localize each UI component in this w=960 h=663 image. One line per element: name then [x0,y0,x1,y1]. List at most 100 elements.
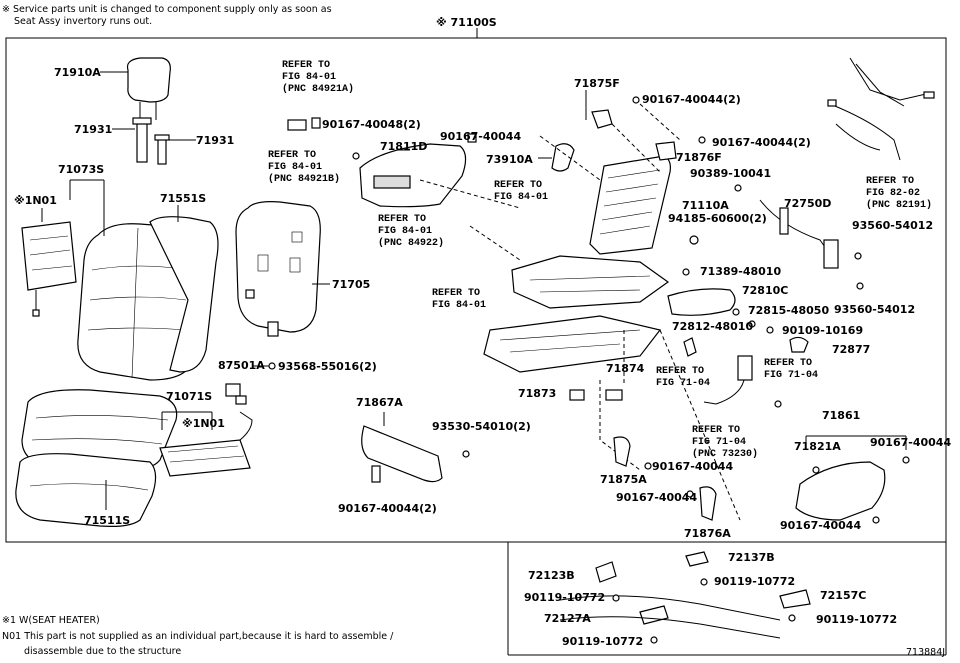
part-label-71931[interactable]: 71931 [196,134,235,147]
part-label-90167-40044-2[interactable]: 90167-40044(2) [712,136,811,149]
refer-to-fig-82-02[interactable]: REFER TO FIG 82-02 (PNC 82191) [866,176,933,211]
note-top-line2: Seat Assy invertory runs out. [14,16,153,27]
bracket-71875A [613,436,631,467]
seat-cushion-heater [159,411,253,477]
refer-to-fig-71-04[interactable]: REFER TO FIG 71-04 [656,366,711,389]
part-label-90167-40044-2[interactable]: 90167-40044(2) [338,502,437,515]
assembly-frame [5,37,947,543]
part-label-71389[interactable]: 71389-48010 [700,265,782,278]
part-label-72157C[interactable]: 72157C [820,589,867,602]
wire-harness [827,57,935,161]
part-label-90119-10772[interactable]: 90119-10772 [524,591,606,604]
part-label-1N01[interactable]: ※1N01 [14,194,57,207]
part-label-71511S[interactable]: 71511S [84,514,131,527]
part-label-93560[interactable]: 93560-54012 [834,303,916,316]
part-label-90109[interactable]: 90109-10169 [782,324,864,337]
bracket-72137B [685,551,709,567]
part-label-71874[interactable]: 71874 [606,362,645,375]
cover-71874 [605,389,623,401]
part-label-73910A[interactable]: 73910A [486,153,533,166]
part-label-71821A[interactable]: 71821A [794,440,841,453]
part-label-93530[interactable]: 93530-54010(2) [432,420,531,433]
refer-to-fig-84-01-84921A[interactable]: REFER TO FIG 84-01 (PNC 84921A) [282,60,355,95]
part-label-72750D[interactable]: 72750D [784,197,832,210]
bracket-71876F [655,141,677,161]
part-label-90119-10772[interactable]: 90119-10772 [714,575,796,588]
refer-to-fig-84-01-84922[interactable]: REFER TO FIG 84-01 (PNC 84922) [378,214,445,249]
part-label-71875A[interactable]: 71875A [600,473,647,486]
seatback-board [235,201,321,337]
part-label-71551S[interactable]: 71551S [160,192,207,205]
part-label-90119-10772[interactable]: 90119-10772 [816,613,898,626]
part-label-93560[interactable]: 93560-54012 [852,219,934,232]
footnote-n01-line1: N01 This part is not supplied as an indi… [2,631,394,642]
part-label-72123B[interactable]: 72123B [528,569,575,582]
part-label-71931[interactable]: 71931 [74,123,113,136]
part-label-90389[interactable]: 90389-10041 [690,167,772,180]
refer-to-fig-84-01-84921B[interactable]: REFER TO FIG 84-01 (PNC 84921B) [268,150,341,185]
side-cover-71867A [361,425,443,483]
part-label-71073S[interactable]: 71073S [58,163,105,176]
recliner-cover-71811D [359,143,467,208]
belt-part [737,355,753,381]
part-label-72137B[interactable]: 72137B [728,551,775,564]
knob-72877 [789,336,809,353]
part-label-71910A[interactable]: 71910A [54,66,101,79]
part-label-71876A[interactable]: 71876A [684,527,731,540]
part-label-71071S[interactable]: 71071S [166,390,213,403]
part-label-72127A[interactable]: 72127A [544,612,591,625]
refer-to-fig-71-04[interactable]: REFER TO FIG 71-04 [764,358,819,381]
part-label-72810C[interactable]: 72810C [742,284,789,297]
bracket-72157C [779,589,811,609]
footnote-n01-line2: disassemble due to the structure [24,646,182,657]
bracket-72123B [595,561,617,583]
part-label-71861[interactable]: 71861 [822,409,861,422]
part-label-72812[interactable]: 72812-48010 [672,320,754,333]
refer-to-fig-71-04-73230[interactable]: REFER TO FIG 71-04 (PNC 73230) [692,425,759,460]
part-label-93568[interactable]: 93568-55016(2) [278,360,377,373]
seat-frame-71110A [483,155,671,373]
part-label-90167-40044[interactable]: 90167-40044 [616,491,698,504]
headrest-support-left [132,117,152,163]
refer-to-fig-84-01[interactable]: REFER TO FIG 84-01 [494,180,549,203]
refer-to-fig-84-01[interactable]: REFER TO FIG 84-01 [432,288,487,311]
bracket-71876A [699,486,717,521]
part-label-90119-10772[interactable]: 90119-10772 [562,635,644,648]
part-label-72815[interactable]: 72815-48050 [748,304,830,317]
belt-buckle-73910A [551,143,575,172]
part-label-71876F[interactable]: 71876F [676,151,722,164]
note-top-line1: ※ Service parts unit is changed to compo… [2,4,332,15]
part-label-71867A[interactable]: 71867A [356,396,403,409]
part-label-71875F[interactable]: 71875F [574,77,620,90]
seatback-heater [21,221,77,317]
bracket-71875F [591,109,613,129]
seat-cushion-pad [15,453,157,527]
cover-71873 [569,389,585,401]
part-label-71811D[interactable]: 71811D [380,140,428,153]
part-label-71110A[interactable]: 71110A [682,199,729,212]
part-label-90167-40044-2[interactable]: 90167-40044(2) [642,93,741,106]
part-label-87501A[interactable]: 87501A [218,359,265,372]
seatback-pad [149,216,219,373]
part-label-90167-40048[interactable]: 90167-40048(2) [322,118,421,131]
headrest-support-right [154,134,170,165]
connector-87501A [225,383,241,397]
footnote-seat-heater: ※1 W(SEAT HEATER) [2,615,100,626]
part-label-94185[interactable]: 94185-60600(2) [668,212,767,225]
part-label-72877[interactable]: 72877 [832,343,871,356]
bracket-72127A [639,605,669,625]
part-label-71705[interactable]: 71705 [332,278,371,291]
side-shield-71861 [795,461,886,521]
part-label-71873[interactable]: 71873 [518,387,557,400]
assembly-label: ※ 71100S [436,16,497,29]
part-label-90167-40044[interactable]: 90167-40044 [870,436,952,449]
part-label-90167-40044[interactable]: 90167-40044 [440,130,522,143]
knob-84921A [287,119,307,131]
illustration-id: 713884J [906,647,946,658]
part-label-90167-40044[interactable]: 90167-40044 [652,460,734,473]
lever-72810C [667,288,736,316]
headrest [126,57,171,120]
part-label-90167-40044[interactable]: 90167-40044 [780,519,862,532]
part-label-1N01[interactable]: ※1N01 [182,417,225,430]
